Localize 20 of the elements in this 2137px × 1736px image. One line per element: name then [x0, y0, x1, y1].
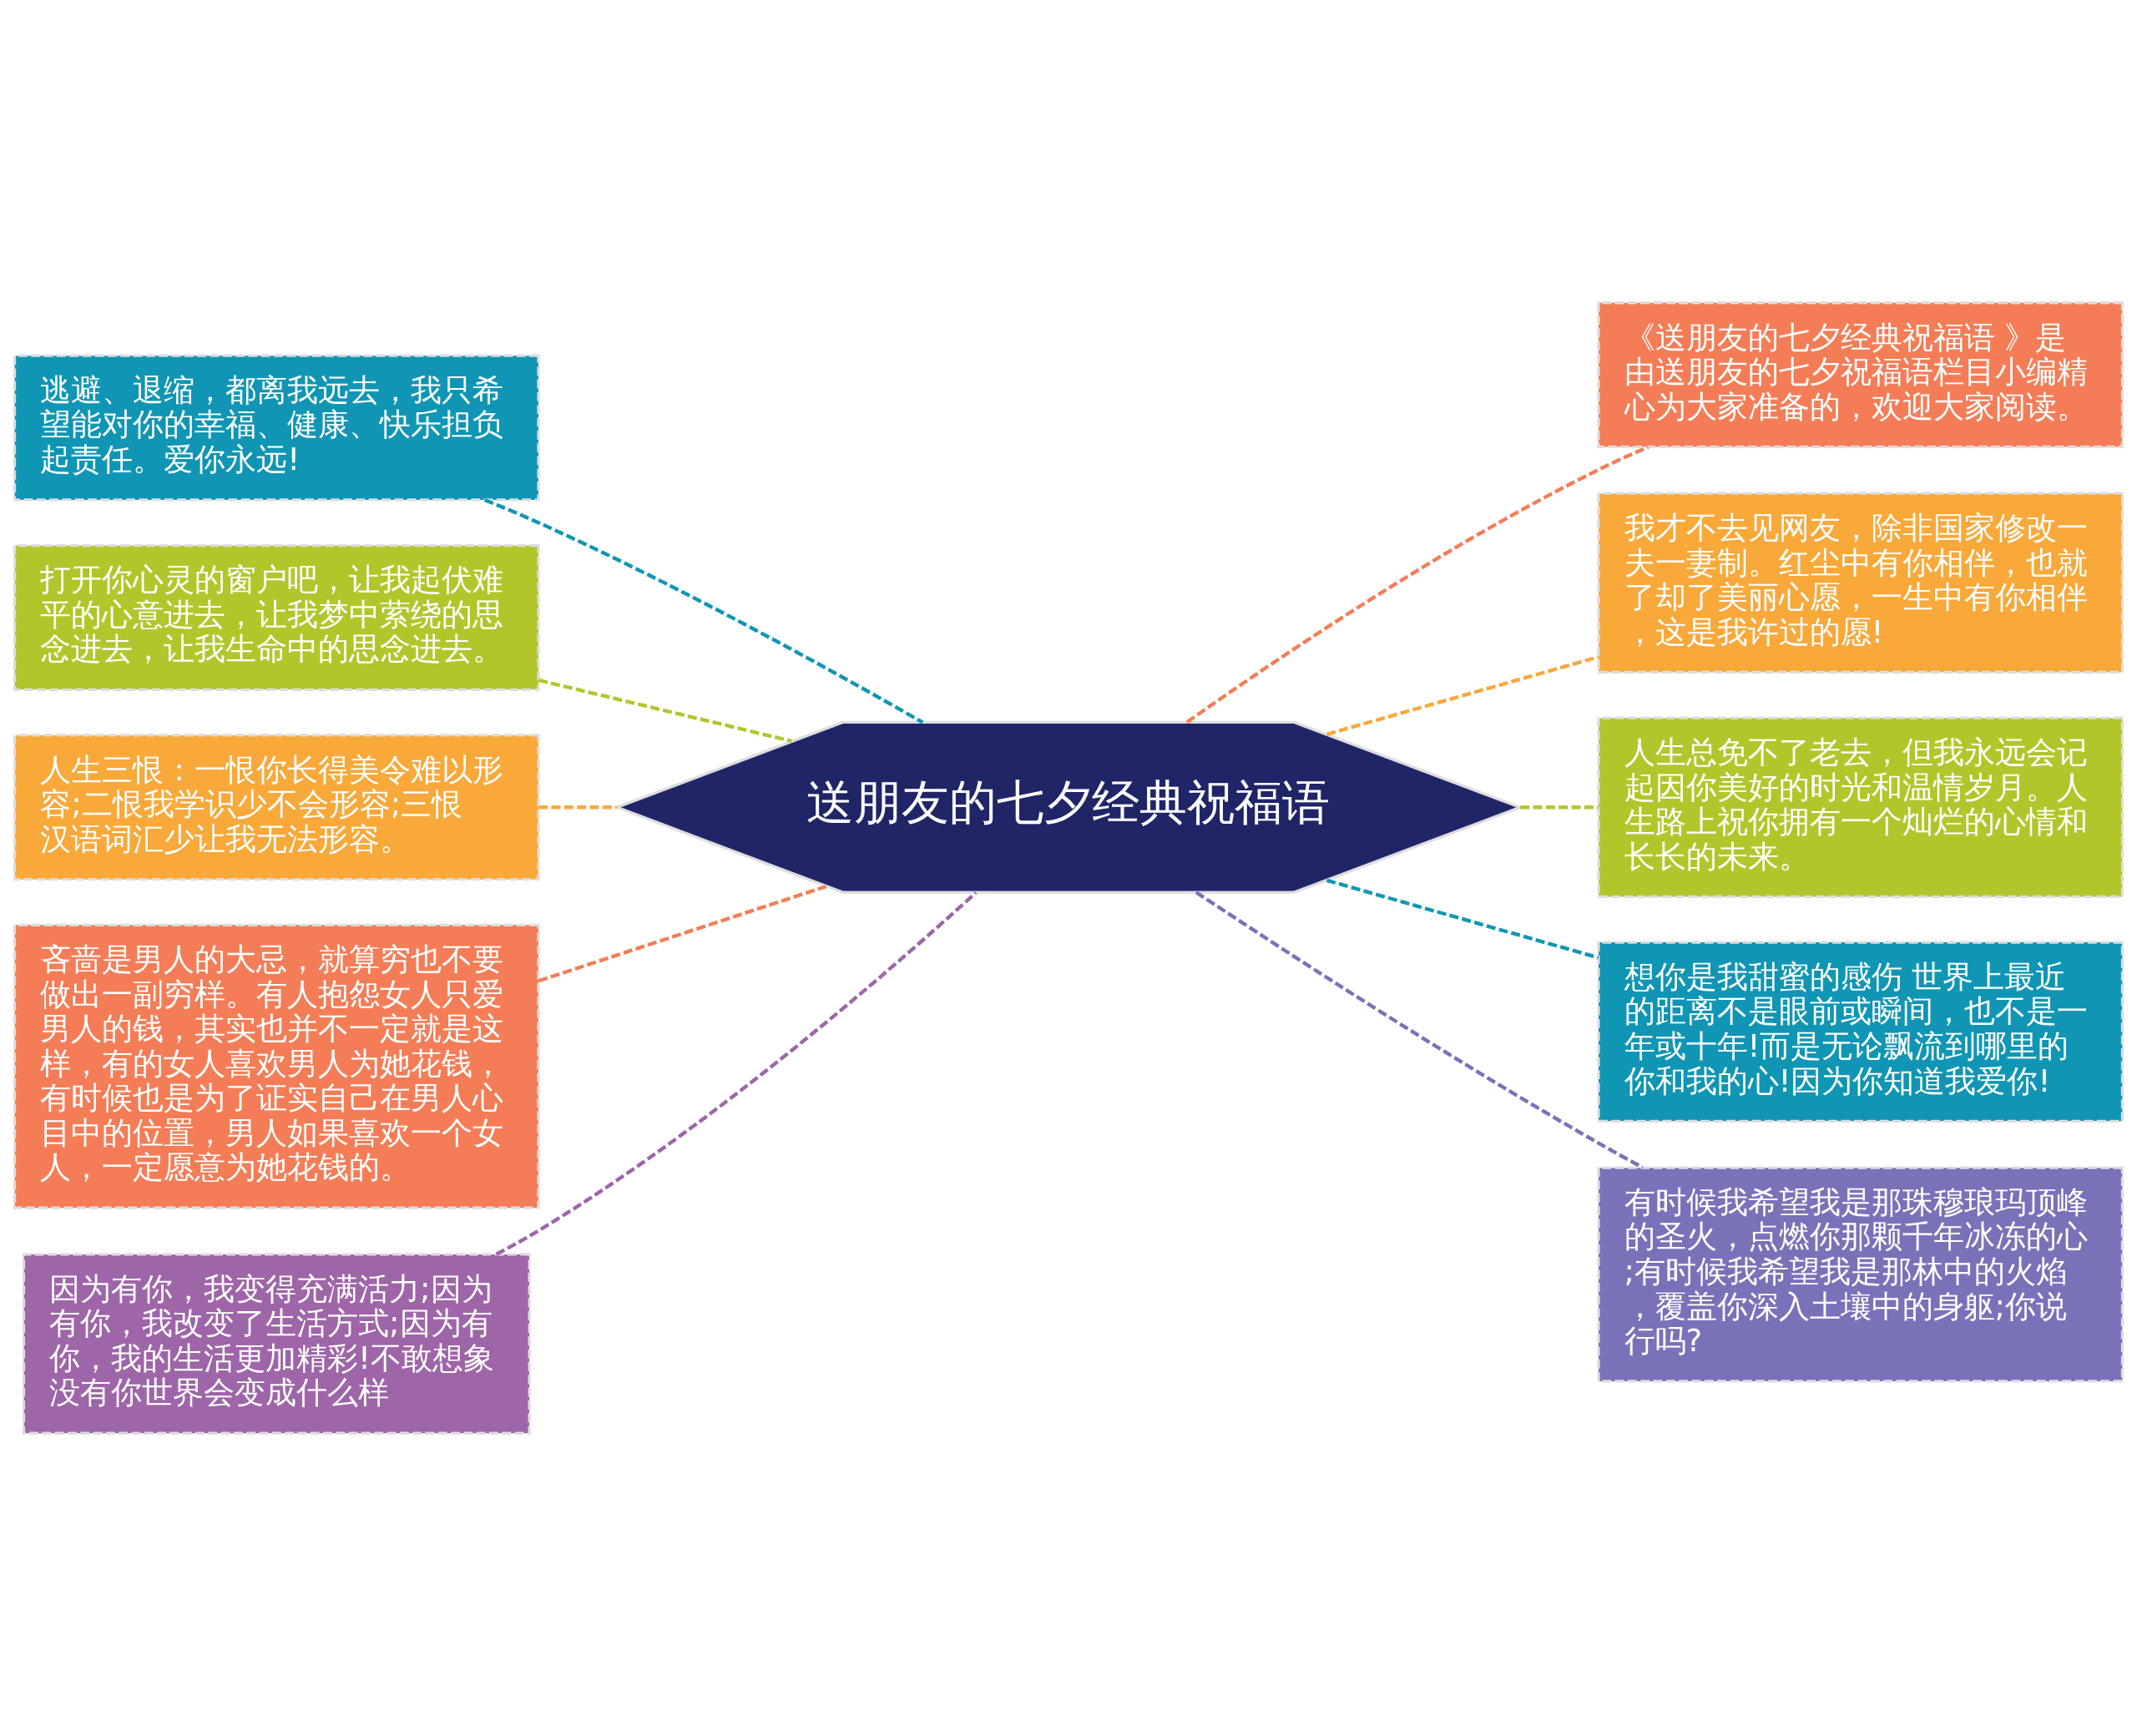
connector — [483, 497, 924, 724]
connector — [538, 678, 792, 744]
node-box: 吝啬是男人的大忌，就算穷也不要做出一副穷样。有人抱怨女人只爱男人的钱，其实也并不一定就是这样，有的女人喜欢男人为她花钱，有时候也是为了证实自己在男人心目中的位置，男人如果喜欢一个女人，一定愿意为她花钱的。 — [13, 923, 540, 1209]
node-box: 有时候我希望我是那珠穆琅玛顶峰的圣火，点燃你那颗千年冰冻的心;有时候我希望我是那林中的火焰，覆盖你深入土壤中的身躯;你说行吗? — [1597, 1166, 2124, 1383]
node-box: 逃避、退缩，都离我远去，我只希望能对你的幸福、健康、快乐担负起责任。爱你永远! — [13, 354, 540, 502]
connector — [1326, 878, 1599, 960]
connector — [538, 805, 617, 810]
node-box: 我才不去见网友，除非国家修改一夫一妻制。红尘中有你相伴，也就了却了美丽心愿，一生中有你相伴，这是我许过的愿! — [1597, 492, 2124, 674]
connector — [1195, 891, 1644, 1169]
connector — [1520, 805, 1599, 810]
node-box: 想你是我甜蜜的感伤 世界上最近的距离不是眼前或瞬间，也不是一年或十年!而是无论飘流到哪里的你和我的心!因为你知道我爱你! — [1597, 941, 2124, 1123]
connector — [495, 891, 978, 1256]
connector — [1326, 655, 1599, 736]
node-box: 人生三恨：一恨你长得美令难以形容;二恨我学识少不会形容;三恨汉语词汇少让我无法形容。 — [13, 734, 540, 881]
connector — [538, 885, 827, 983]
node-box: 《送朋友的七夕经典祝福语 》是由送朋友的七夕祝福语栏目小编精心为大家准备的，欢迎大家阅读。 — [1597, 301, 2124, 449]
node-box: 人生总免不了老去，但我永远会记起因你美好的时光和温情岁月。人生路上祝你拥有一个灿烂的心情和长长的未来。 — [1597, 716, 2124, 899]
connector — [1185, 445, 1649, 724]
node-box: 因为有你，我变得充满活力;因为有你，我改变了生活方式;因为有你，我的生活更加精彩!不敢想象没有你世界会变成什么样 — [22, 1253, 531, 1435]
node-box: 打开你心灵的窗户吧，让我起伏难平的心意进去，让我梦中萦绕的思念进去，让我生命中的思念进去。 — [13, 543, 540, 691]
